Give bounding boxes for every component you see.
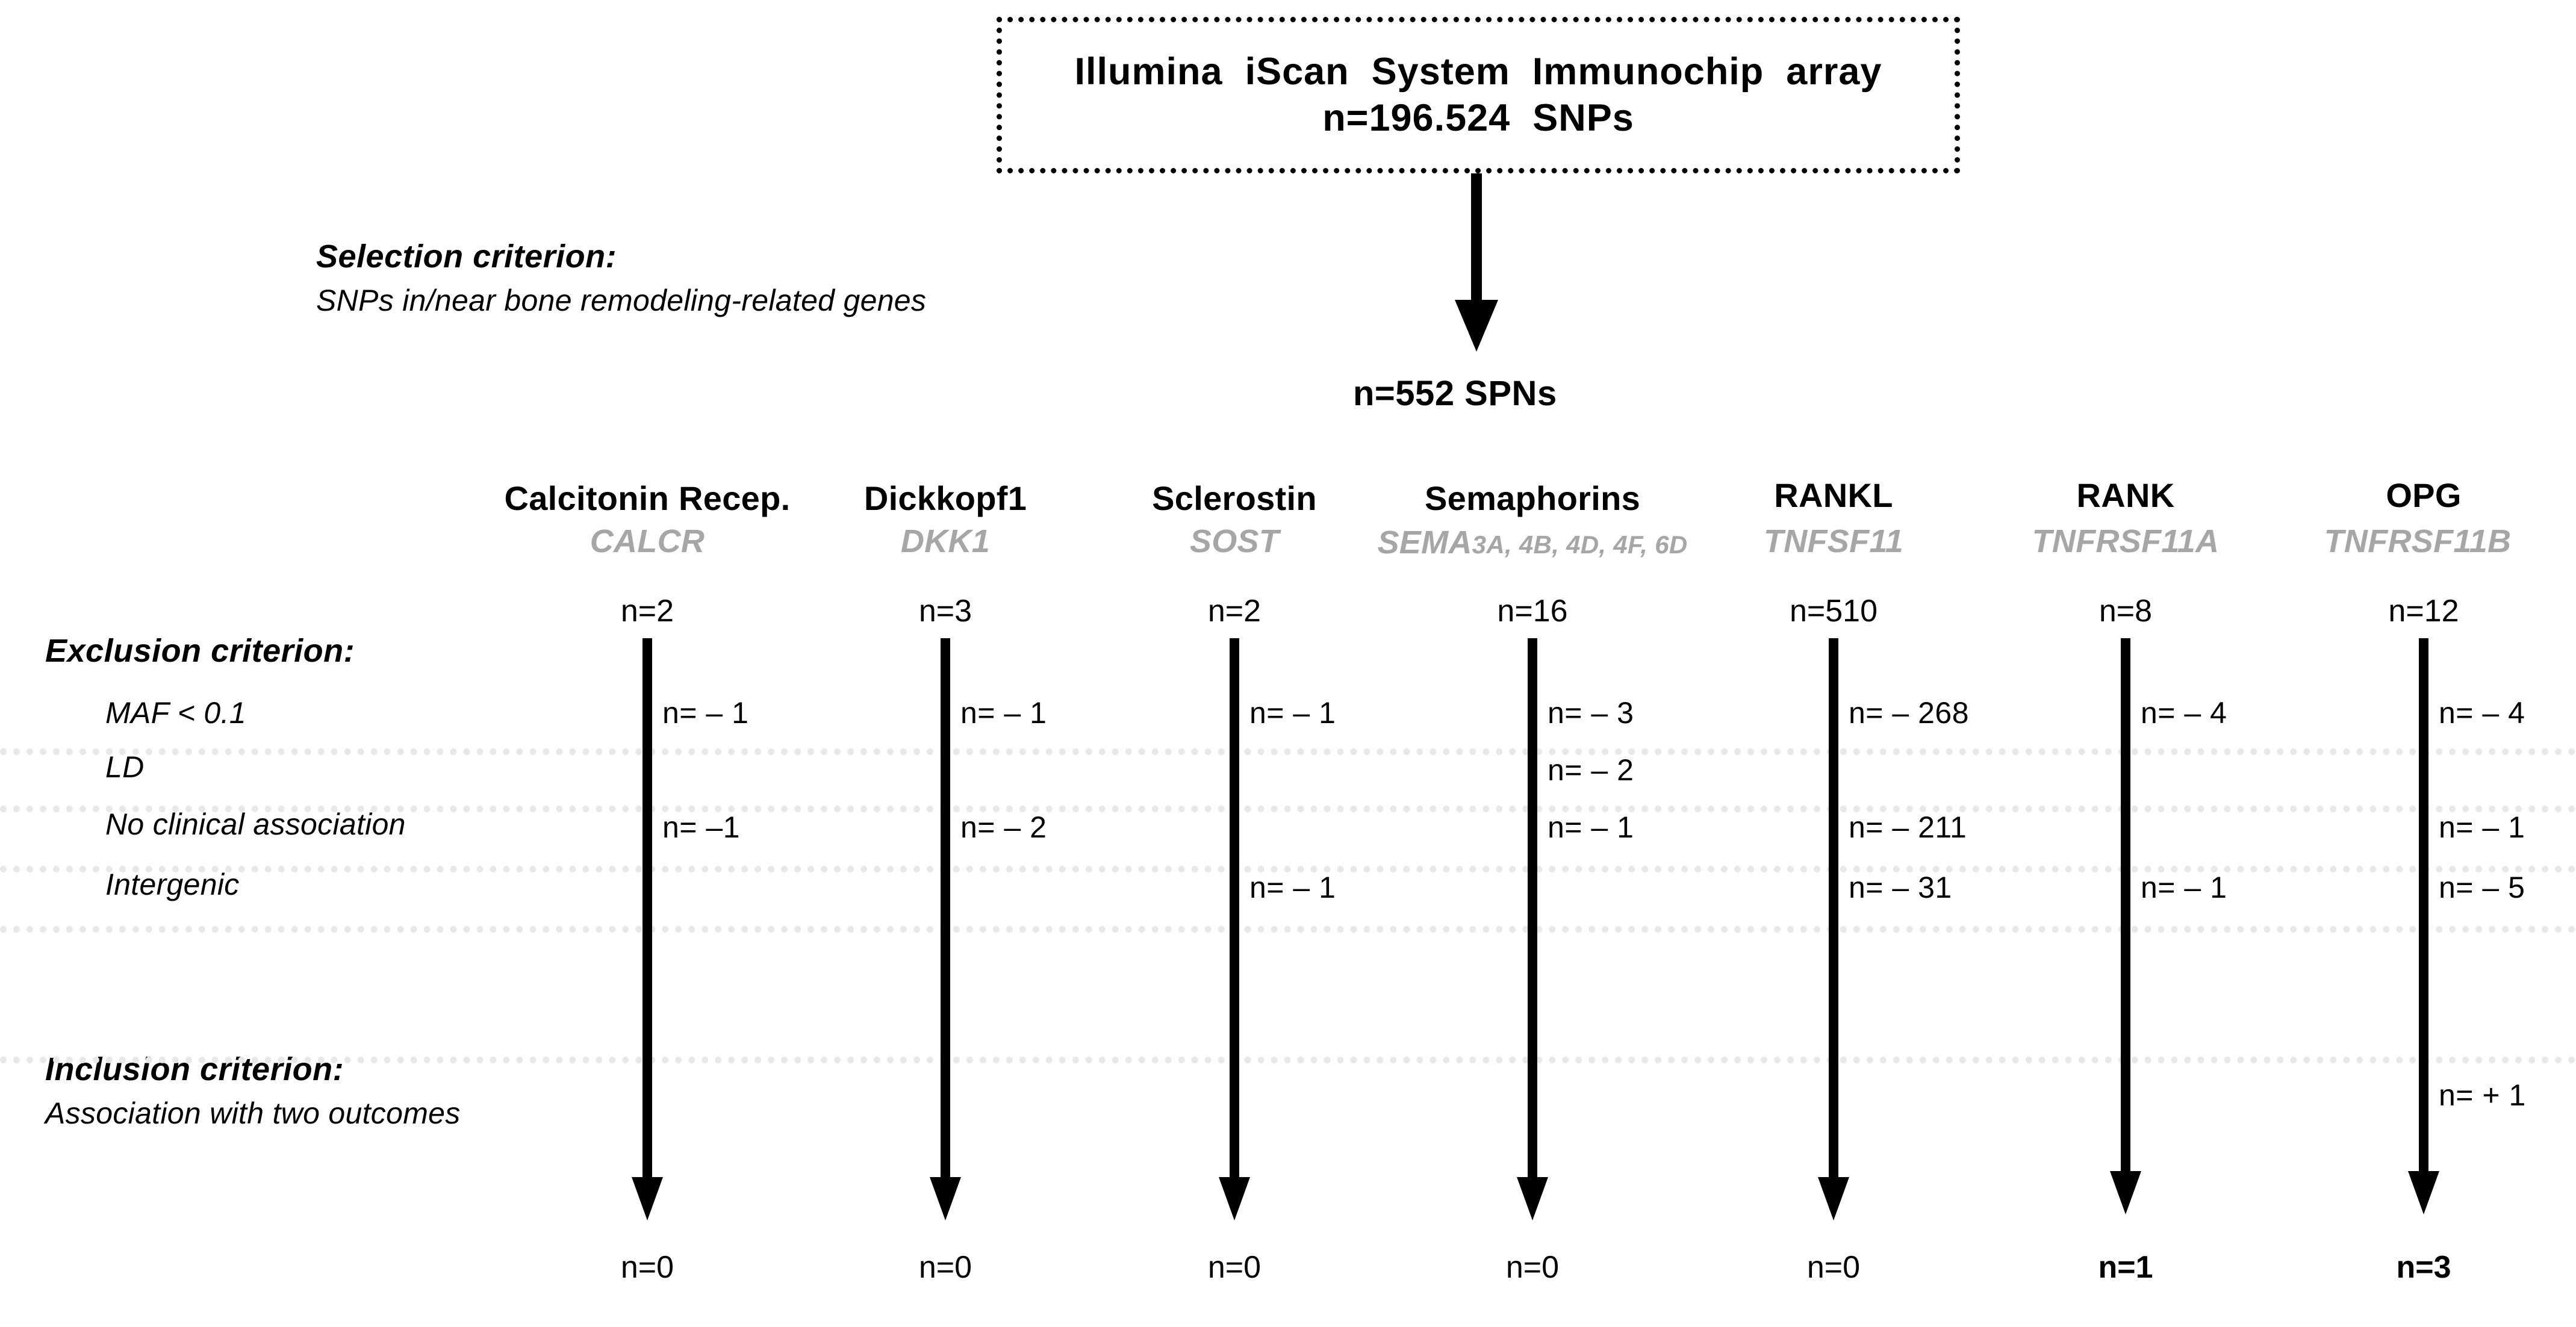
column-header-count-0: n=2 [620, 594, 674, 629]
selection-criterion-description: SNPs in/near bone remodeling-related gen… [316, 284, 927, 317]
column-header-count-2: n=2 [1207, 594, 1262, 629]
column-arrow-head-4 [1818, 1177, 1849, 1220]
cell-maf-6: n= – 4 [2439, 696, 2525, 730]
row-separator-2 [0, 806, 2576, 812]
cell-ld-3: n= – 2 [1548, 753, 1634, 787]
column-arrow-shaft-3 [1528, 638, 1537, 1180]
source-array-box: Illumina iScan System Immunochip array n… [997, 17, 1960, 173]
column-header-gene-3-prefix: SEMA [1377, 524, 1472, 561]
total-after-selection: n=552 SPNs [1353, 374, 1557, 413]
cell-maf-2: n= – 1 [1249, 696, 1336, 730]
result-count-2: n=0 [1207, 1250, 1262, 1285]
column-header-name-6: OPG [2386, 476, 2462, 514]
column-arrow-shaft-2 [1230, 638, 1239, 1180]
column-header-count-3: n=16 [1497, 594, 1568, 629]
cell-intergenic-2: n= – 1 [1249, 871, 1336, 904]
column-header-name-2: Sclerostin [1152, 479, 1317, 517]
column-header-name-3: Semaphorins [1424, 479, 1641, 517]
cell-maf-0: n= – 1 [662, 696, 749, 730]
cell-intergenic-6: n= – 5 [2439, 871, 2525, 904]
cell-intergenic-5: n= – 1 [2141, 871, 2227, 904]
row-separator-4 [0, 926, 2576, 933]
column-header-name-4: RANKL [1774, 476, 1893, 514]
column-arrow-shaft-0 [642, 638, 652, 1180]
exclusion-criterion-heading: Exclusion criterion: [45, 633, 355, 669]
column-arrow-head-6 [2408, 1171, 2439, 1214]
column-header-count-4: n=510 [1789, 594, 1878, 629]
column-header-gene-5: TNFRSF11A [2032, 523, 2220, 559]
row-separator-1 [0, 748, 2576, 755]
selection-criterion-heading: Selection criterion: [316, 238, 617, 275]
cell-maf-1: n= – 1 [960, 696, 1047, 730]
cell-no-clinical-0: n= –1 [662, 810, 741, 844]
column-header-count-6: n=12 [2388, 594, 2459, 629]
column-arrow-head-2 [1219, 1177, 1250, 1220]
inclusion-criterion-description: Association with two outcomes [45, 1096, 461, 1130]
column-header-gene-1: DKK1 [900, 523, 991, 559]
cell-inclusion-6: n= + 1 [2439, 1078, 2526, 1112]
column-header-name-0: Calcitonin Recep. [504, 479, 791, 517]
column-arrow-head-5 [2110, 1171, 2141, 1214]
selection-arrow-shaft [1471, 173, 1482, 303]
result-count-5: n=1 [2098, 1250, 2153, 1285]
source-array-count: n=196.524 SNPs [1322, 97, 1634, 139]
column-header-gene-3-suffix: 3A, 4B, 4D, 4F, 6D [1472, 530, 1688, 559]
column-header-gene-3: SEMA3A, 4B, 4D, 4F, 6D [1340, 524, 1725, 561]
source-array-title: Illumina iScan System Immunochip array [1074, 51, 1882, 93]
column-header-name-5: RANK [2076, 476, 2175, 514]
exclusion-row-label-intergenic: Intergenic [105, 868, 240, 901]
result-count-6: n=3 [2396, 1250, 2451, 1285]
result-count-3: n=0 [1505, 1250, 1560, 1285]
cell-no-clinical-3: n= – 1 [1548, 810, 1634, 844]
result-count-0: n=0 [620, 1250, 674, 1285]
column-arrow-head-3 [1517, 1177, 1548, 1220]
row-separator-3 [0, 866, 2576, 872]
cell-maf-5: n= – 4 [2141, 696, 2227, 730]
cell-no-clinical-6: n= – 1 [2439, 810, 2525, 844]
column-header-gene-4: TNFSF11 [1763, 523, 1904, 559]
column-arrow-shaft-5 [2121, 638, 2130, 1186]
column-header-gene-0: CALCR [590, 523, 705, 559]
column-header-name-1: Dickkopf1 [863, 479, 1027, 517]
cell-maf-4: n= – 268 [1849, 696, 1970, 730]
exclusion-row-label-maf: MAF < 0.1 [105, 696, 246, 730]
cell-intergenic-4: n= – 31 [1849, 871, 1952, 904]
column-arrow-head-0 [632, 1177, 663, 1220]
column-arrow-shaft-1 [941, 638, 950, 1180]
exclusion-row-label-ld: LD [105, 750, 145, 784]
column-arrow-shaft-4 [1829, 638, 1838, 1180]
cell-no-clinical-4: n= – 211 [1849, 810, 1967, 844]
result-count-4: n=0 [1806, 1250, 1861, 1285]
column-arrow-head-1 [930, 1177, 961, 1220]
column-arrow-shaft-6 [2419, 638, 2428, 1186]
selection-arrow-head [1455, 300, 1498, 352]
exclusion-row-label-no-clinical: No clinical association [105, 807, 406, 841]
row-separator-5 [0, 1057, 2576, 1063]
column-header-count-1: n=3 [918, 594, 972, 629]
cell-no-clinical-1: n= – 2 [960, 810, 1047, 844]
result-count-1: n=0 [918, 1250, 972, 1285]
column-header-gene-6: TNFRSF11B [2324, 523, 2512, 559]
column-header-gene-2: SOST [1189, 523, 1280, 559]
cell-maf-3: n= – 3 [1548, 696, 1634, 730]
column-header-count-5: n=8 [2098, 594, 2153, 629]
